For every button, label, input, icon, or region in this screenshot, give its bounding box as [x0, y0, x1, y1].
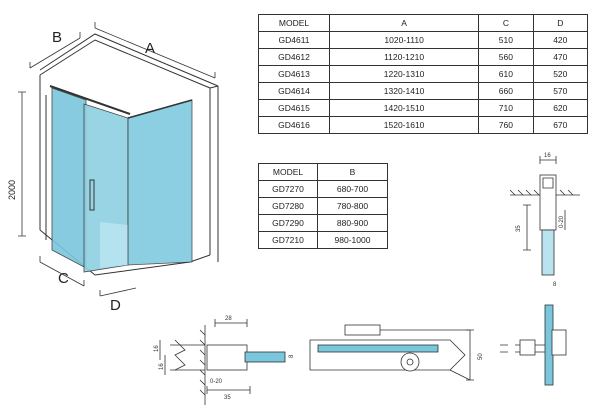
table-cell: GD4616	[258, 116, 330, 134]
hinge-adjust-label: 0-20	[210, 379, 223, 385]
table-cell: 710	[478, 99, 534, 117]
table-cell: 1520-1610	[328, 116, 480, 134]
table-cell: GD4613	[258, 65, 330, 83]
wall-profile-detail	[509, 156, 580, 276]
table-row: GD7290 880-900	[258, 214, 388, 232]
table-cell: GD7290	[258, 214, 318, 232]
model-size-table-b: MODEL B GD7270 680-700 GD7280 780-800 GD…	[258, 163, 388, 249]
height-label: 2000	[7, 180, 17, 200]
table-cell: 510	[478, 31, 534, 49]
table-header-row: MODEL B	[258, 163, 388, 181]
table-cell: GD4611	[258, 31, 330, 49]
table-row: GD4616 1520-1610 760 670	[258, 116, 589, 134]
table-cell: GD7280	[258, 197, 318, 215]
table-cell: 620	[532, 99, 589, 117]
table-cell: 660	[478, 82, 534, 100]
table-cell: 680-700	[317, 180, 388, 198]
table-row: GD4615 1420-1510 710 620	[258, 99, 589, 117]
wall-glass-label: 8	[553, 282, 557, 288]
hinge-glass-label: 8	[289, 354, 295, 358]
table-cell: 1120-1210	[328, 48, 480, 66]
dim-a-label: A	[145, 40, 155, 57]
table-cell: GD7270	[258, 180, 318, 198]
dim-d-label: D	[110, 297, 121, 314]
hinge-16b-label: 16	[159, 363, 165, 370]
table-header-cell: B	[317, 163, 388, 181]
side-profile-detail	[500, 304, 567, 386]
table-cell: GD4615	[258, 99, 330, 117]
table-cell: 560	[478, 48, 534, 66]
table-cell: 760	[478, 116, 534, 134]
table-header-cell: A	[328, 14, 480, 32]
table-cell: 670	[532, 116, 589, 134]
hinge-total-label: 35	[224, 395, 231, 401]
table-header-cell: MODEL	[258, 163, 318, 181]
table-cell: 1320-1410	[328, 82, 480, 100]
table-row: GD4614 1320-1410 660 570	[258, 82, 589, 100]
table-cell: 570	[532, 82, 589, 100]
wall-width-label: 16	[544, 153, 551, 159]
model-size-table-a: MODEL A C D GD4611 1020-1110 510 420 GD4…	[258, 14, 589, 134]
table-header-cell: MODEL	[258, 14, 330, 32]
table-cell: GD4612	[258, 48, 330, 66]
hinge-width-label: 28	[225, 316, 232, 322]
table-cell: 1020-1110	[328, 31, 480, 49]
wall-depth-label: 35	[516, 225, 522, 232]
table-header-row: MODEL A C D	[258, 14, 589, 32]
table-row: GD4611 1020-1110 510 420	[258, 31, 589, 49]
table-row: GD7270 680-700	[258, 180, 388, 198]
roller-detail	[309, 324, 474, 381]
dimension-lines	[18, 22, 216, 297]
table-header-cell: D	[532, 14, 589, 32]
table-row: GD7210 980-1000	[258, 231, 388, 249]
table-cell: GD4614	[258, 82, 330, 100]
table-cell: 880-900	[317, 214, 388, 232]
table-row: GD4612 1120-1210 560 470	[258, 48, 589, 66]
dim-c-label: C	[58, 270, 69, 287]
roller-height-label: 50	[478, 353, 484, 360]
table-row: GD7280 780-800	[258, 197, 388, 215]
hinge-16-label: 16	[154, 345, 160, 352]
glass-panels	[49, 85, 193, 273]
table-cell: 1220-1310	[328, 65, 480, 83]
sliding-door-lower	[100, 222, 128, 268]
side-glass	[127, 99, 193, 266]
table-row: GD4613 1220-1310 610 520	[258, 65, 589, 83]
table-cell: 1420-1510	[328, 99, 480, 117]
front-fixed-glass	[51, 87, 87, 269]
dim-b-label: B	[52, 29, 62, 46]
table-header-cell: C	[478, 14, 534, 32]
table-cell: 470	[532, 48, 589, 66]
table-cell: 520	[532, 65, 589, 83]
table-cell: 420	[532, 31, 589, 49]
table-cell: GD7210	[258, 231, 318, 249]
table-cell: 980-1000	[317, 231, 388, 249]
table-cell: 610	[478, 65, 534, 83]
hinge-detail	[159, 319, 286, 405]
table-cell: 780-800	[317, 197, 388, 215]
wall-adjust-label: 0-20	[559, 215, 565, 228]
door-handle	[89, 179, 95, 211]
